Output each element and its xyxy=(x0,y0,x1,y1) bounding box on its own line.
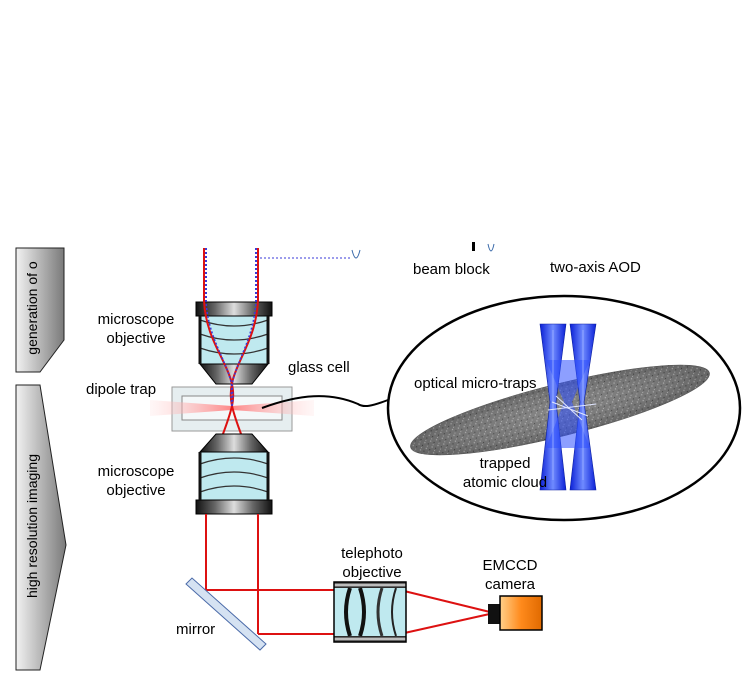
emccd-camera xyxy=(488,595,543,631)
camera-label-line2: camera xyxy=(484,576,536,593)
top-objective-label-line2: objective xyxy=(106,330,166,347)
beam-block-label: beam block xyxy=(413,261,490,278)
inset-zoom xyxy=(386,294,742,522)
imaging-section-arrow xyxy=(15,384,67,671)
generation-section-arrow xyxy=(15,247,65,373)
camera-label: EMCCD camera xyxy=(470,556,550,594)
telephoto-label: telephoto objective xyxy=(322,544,422,582)
top-beam-lines xyxy=(203,248,361,302)
atomic-cloud-label: trapped atomic cloud xyxy=(450,454,560,492)
telephoto-label-line1: telephoto xyxy=(341,545,403,562)
micro-traps-label: optical micro-traps xyxy=(414,375,537,392)
aod-label: two-axis AOD xyxy=(550,259,641,276)
atomic-cloud-label-line2: atomic cloud xyxy=(462,474,548,491)
bottom-microscope-objective xyxy=(195,433,273,515)
telephoto-label-line2: objective xyxy=(342,564,402,581)
top-microscope-objective xyxy=(195,301,273,385)
optical-micro-traps xyxy=(539,323,597,491)
imaging-beam-path xyxy=(205,514,495,635)
mirror-label: mirror xyxy=(176,621,216,638)
glass-cell-label: glass cell xyxy=(288,359,350,376)
generation-section-label: generation of o xyxy=(24,261,40,355)
top-objective-label-line1: microscope xyxy=(97,311,175,328)
bottom-objective-label-line2: objective xyxy=(106,482,166,499)
dipole-trap-label: dipole trap xyxy=(86,381,157,398)
bottom-objective-label-line1: microscope xyxy=(97,463,175,480)
imaging-section-label: high resolution imaging xyxy=(24,454,40,598)
atomic-cloud-label-line1: trapped xyxy=(479,455,531,472)
beam-block-icon xyxy=(472,242,495,252)
telephoto-objective xyxy=(333,581,407,643)
bottom-objective-label: microscope objective xyxy=(86,462,186,500)
top-objective-label: microscope objective xyxy=(86,310,186,348)
mirror xyxy=(185,577,267,651)
inset-connector xyxy=(261,395,389,409)
camera-label-line1: EMCCD xyxy=(482,557,538,574)
